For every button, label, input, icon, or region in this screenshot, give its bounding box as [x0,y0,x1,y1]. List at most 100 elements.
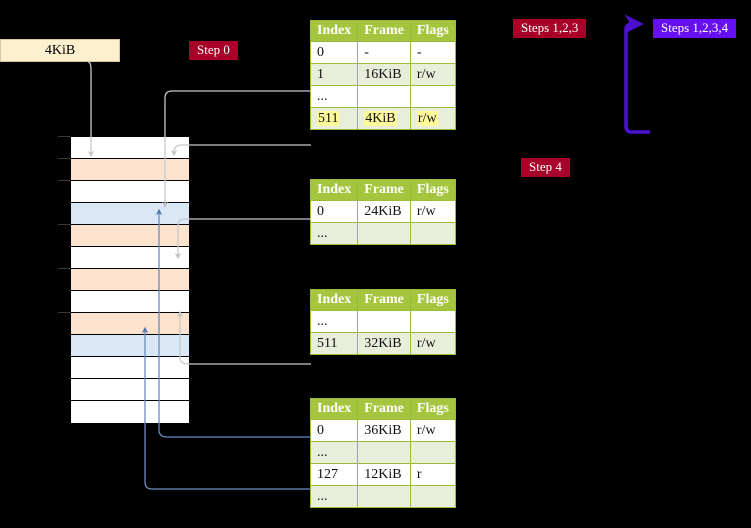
memory-tick [58,312,71,313]
table-cell-index: 511 [309,107,359,130]
memory-row [71,203,189,225]
table-row: ... [309,485,456,508]
wire-pdpt-24kib [174,218,311,260]
highlighted-value: 511 [317,110,340,126]
memory-row [71,379,189,401]
table-cell-frame [357,85,411,108]
table-cell-index: ... [309,485,359,508]
column-header-index: Index [309,289,359,311]
badge-steps-1-2-3-4: Steps 1,2,3,4 [653,19,737,38]
table-cell-flags: r/w [409,332,456,355]
memory-tick [58,180,71,181]
table-row: ... [309,441,456,464]
table-cell-flags [409,85,456,108]
table-cell-frame: 24KiB [357,200,411,223]
table-cell-frame: 36KiB [357,419,411,442]
table-cell-index: ... [309,222,359,245]
table-cell-flags: - [409,41,456,64]
table-cell-flags: r/w [409,200,456,223]
column-header-frame: Frame [357,179,411,201]
memory-size-label: 4KiB [44,42,76,58]
memory-row [71,401,189,423]
table-cell-flags: r [409,463,456,486]
table-cell-flags [409,485,456,508]
bracket-steps-1-2-3-4 [624,14,650,134]
table-cell-flags: r/w [409,107,456,130]
memory-row [71,335,189,357]
table-cell-flags: r/w [409,419,456,442]
badge-step-0: Step 0 [189,41,238,60]
table-row: 511 4KiB r/w [309,107,456,130]
column-header-frame: Frame [357,289,411,311]
table-cell-frame: 32KiB [357,332,411,355]
table-cell-index: 0 [309,419,359,442]
column-header-flags: Flags [409,398,456,420]
wire-pml4-4kib [170,144,311,157]
column-header-index: Index [309,20,359,42]
table-cell-index: 1 [309,63,359,86]
memory-row [71,313,189,335]
memory-row [71,357,189,379]
highlighted-value: 4KiB [364,110,397,126]
table-row: 0-- [309,41,456,64]
table-cell-flags [409,441,456,464]
table-cell-frame [357,310,411,333]
column-header-frame: Frame [357,20,411,42]
memory-tick [58,158,71,159]
column-header-frame: Frame [357,398,411,420]
memory-row [71,181,189,203]
memory-row [71,137,189,159]
column-header-flags: Flags [409,179,456,201]
wire-pd-32kib [176,310,311,365]
table-cell-frame [357,222,411,245]
memory-tick [58,268,71,269]
table-cell-index: ... [309,310,359,333]
badge-steps-1-2-3: Steps 1,2,3 [513,19,587,38]
table-cell-flags: r/w [409,63,456,86]
table-cell-index: 511 [309,332,359,355]
table-row: ... [309,85,456,108]
table-cell-index: ... [309,85,359,108]
physical-memory-column [70,136,190,423]
column-header-index: Index [309,179,359,201]
table-row: ... [309,222,456,245]
column-header-flags: Flags [409,289,456,311]
table-cell-frame [357,441,411,464]
table-cell-frame: 16KiB [357,63,411,86]
column-header-flags: Flags [409,20,456,42]
memory-tick [58,136,71,137]
column-header-index: Index [309,398,359,420]
table-cell-frame: 12KiB [357,463,411,486]
highlighted-value: r/w [416,110,438,126]
memory-row [71,247,189,269]
table-cell-flags [409,222,456,245]
memory-row [71,159,189,181]
memory-row [71,269,189,291]
table-row: ... [309,310,456,333]
table-cell-index: ... [309,441,359,464]
table-cell-frame: - [357,41,411,64]
table-cell-frame [357,485,411,508]
memory-size-box: 4KiB [0,39,120,62]
table-cell-index: 0 [309,200,359,223]
memory-row [71,291,189,313]
memory-tick [58,224,71,225]
table-cell-frame: 4KiB [357,107,411,130]
